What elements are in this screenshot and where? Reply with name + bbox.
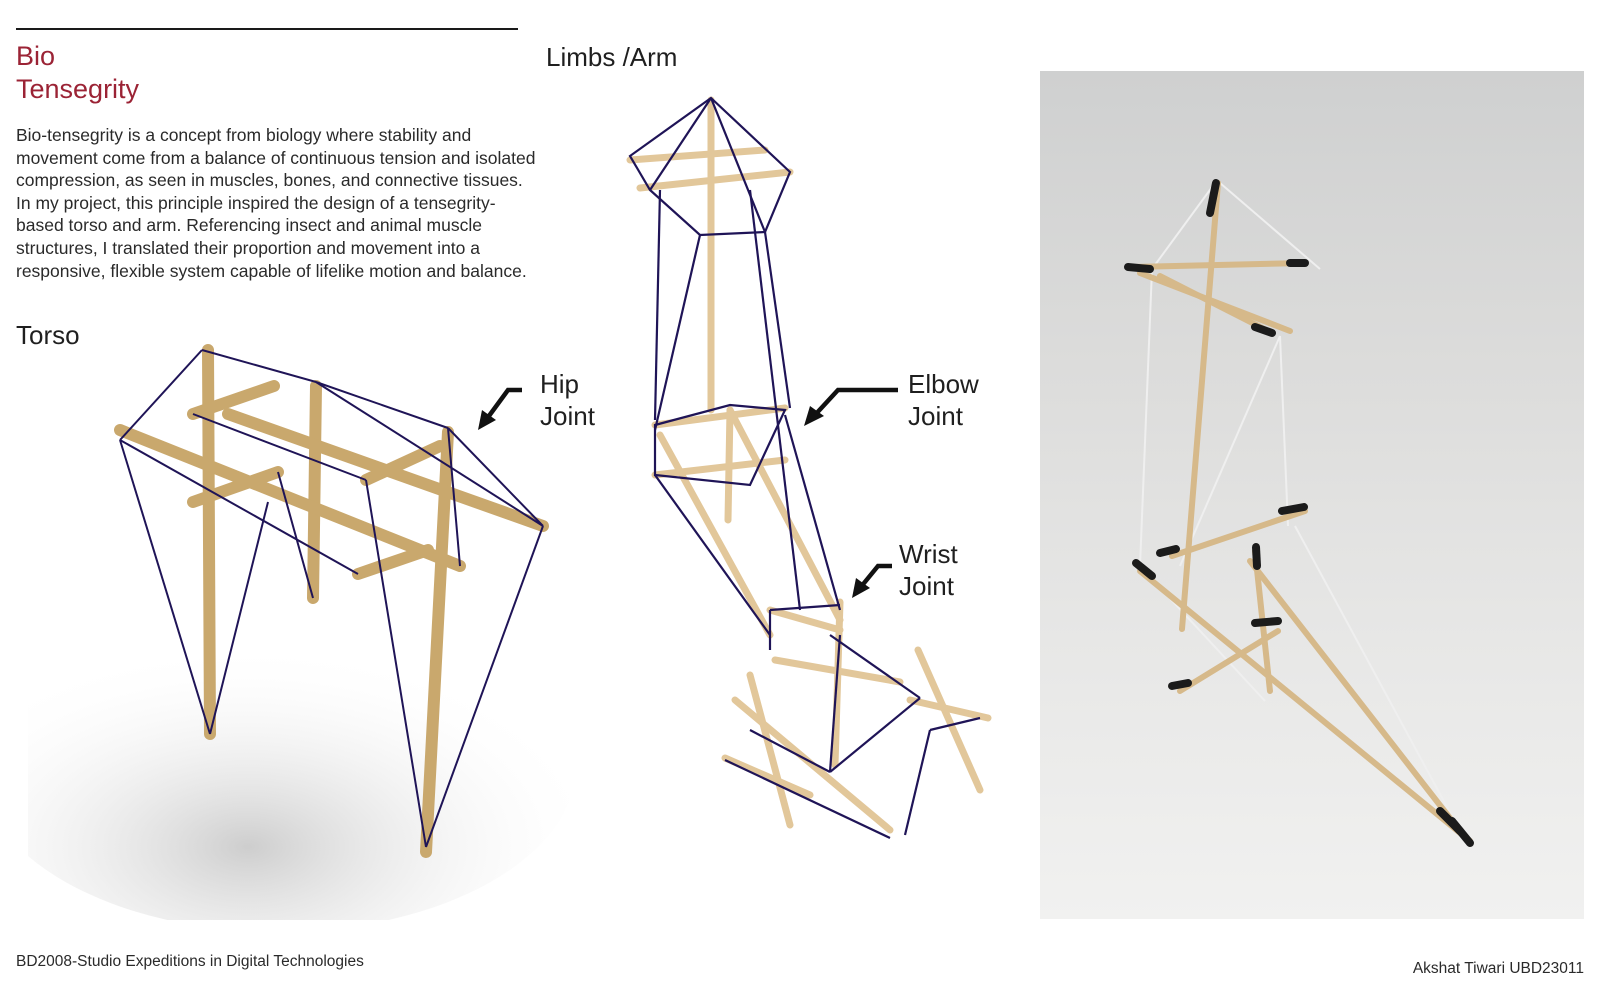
elbow-label-line-1: Elbow bbox=[908, 369, 979, 399]
model-photo bbox=[1040, 71, 1584, 919]
description-paragraph: Bio-tensegrity is a concept from biology… bbox=[16, 125, 536, 281]
hip-joint-label: Hip Joint bbox=[540, 368, 595, 432]
hip-label-line-2: Joint bbox=[540, 401, 595, 431]
hip-label-line-1: Hip bbox=[540, 369, 580, 399]
page-title: Bio Tensegrity bbox=[16, 40, 139, 106]
author-footer: Akshat Tiwari UBD23011 bbox=[1412, 960, 1584, 977]
elbow-joint-label: Elbow Joint bbox=[908, 368, 979, 432]
torso-render bbox=[28, 344, 578, 920]
hip-arrow-icon bbox=[478, 387, 522, 430]
torso-heading: Torso bbox=[16, 320, 80, 350]
elbow-label-line-2: Joint bbox=[908, 401, 963, 431]
limbs-heading: Limbs /Arm bbox=[546, 42, 678, 72]
course-footer: BD2008-Studio Expeditions in Digital Tec… bbox=[16, 953, 364, 970]
title-line-1: Bio bbox=[16, 41, 56, 71]
wrist-label-line-2: Joint bbox=[899, 571, 954, 601]
wrist-arrow-icon bbox=[852, 563, 892, 598]
wrist-label-line-1: Wrist bbox=[899, 539, 958, 569]
arm-render bbox=[626, 96, 992, 839]
top-rule bbox=[16, 28, 518, 30]
wrist-joint-label: Wrist Joint bbox=[899, 538, 958, 602]
title-line-2: Tensegrity bbox=[16, 74, 140, 104]
elbow-arrow-icon bbox=[804, 387, 898, 426]
